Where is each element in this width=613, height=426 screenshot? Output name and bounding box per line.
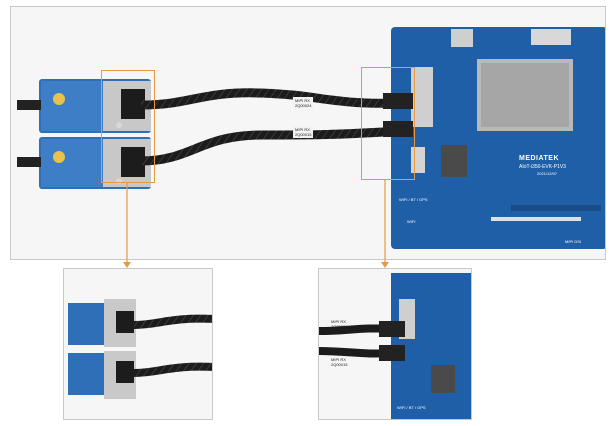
detail-silk-wifi: WIFI / BT / GPS — [397, 405, 426, 410]
cable-tag-bottom-line2: 2Q00015 — [295, 132, 312, 137]
detail-cable-tag-top-line2: 2Q00024 — [331, 324, 348, 329]
cable-tag-top-line2: 2Q00024 — [295, 103, 312, 108]
detail-cable-tag-top-line1: MIPI RX — [331, 319, 346, 324]
detail-cable-tag-top: MIPI RX 2Q00024 — [331, 319, 347, 329]
board-date: 2021/12/07 — [537, 171, 558, 176]
cable-tag-bottom: MIPI RX 2Q00015 — [293, 126, 314, 138]
highlight-board-connectors — [361, 67, 415, 180]
highlight-camera-connectors — [101, 70, 155, 183]
main-photo-art — [11, 7, 605, 259]
cable-top — [140, 88, 402, 110]
detail-camera-connectors — [63, 268, 213, 420]
detail-camera-art — [64, 269, 212, 419]
detail-cable-tag-bottom: MIPI RX 2Q00015 — [331, 357, 347, 367]
main-photo: MIPI RX 2Q00024 MIPI RX 2Q00015 MEDIATEK… — [10, 6, 606, 260]
board-silk-wifi: WIFI / BT / GPS — [399, 197, 428, 202]
board-silk-misc: WIFI — [407, 219, 416, 224]
detail-board-art — [319, 269, 471, 419]
cable-tag-top: MIPI RX 2Q00024 — [293, 97, 314, 109]
detail-cable-tag-bottom-line1: MIPI RX — [331, 357, 346, 362]
cable-bottom — [140, 126, 402, 166]
mainboard — [383, 27, 605, 249]
detail-cable-tag-bottom-line2: 2Q00015 — [331, 362, 348, 367]
board-model: AIoT-i350-EVK-P1V3 — [519, 164, 566, 170]
board-brand: MEDIATEK — [519, 155, 560, 162]
board-silk-bottom: MIPI DSI — [565, 239, 582, 244]
cable-tag-top-line1: MIPI RX — [295, 98, 310, 103]
cable-tag-bottom-line1: MIPI RX — [295, 127, 310, 132]
detail-board-connectors: MIPI RX 2Q00024 MIPI RX 2Q00015 WIFI / B… — [318, 268, 472, 420]
